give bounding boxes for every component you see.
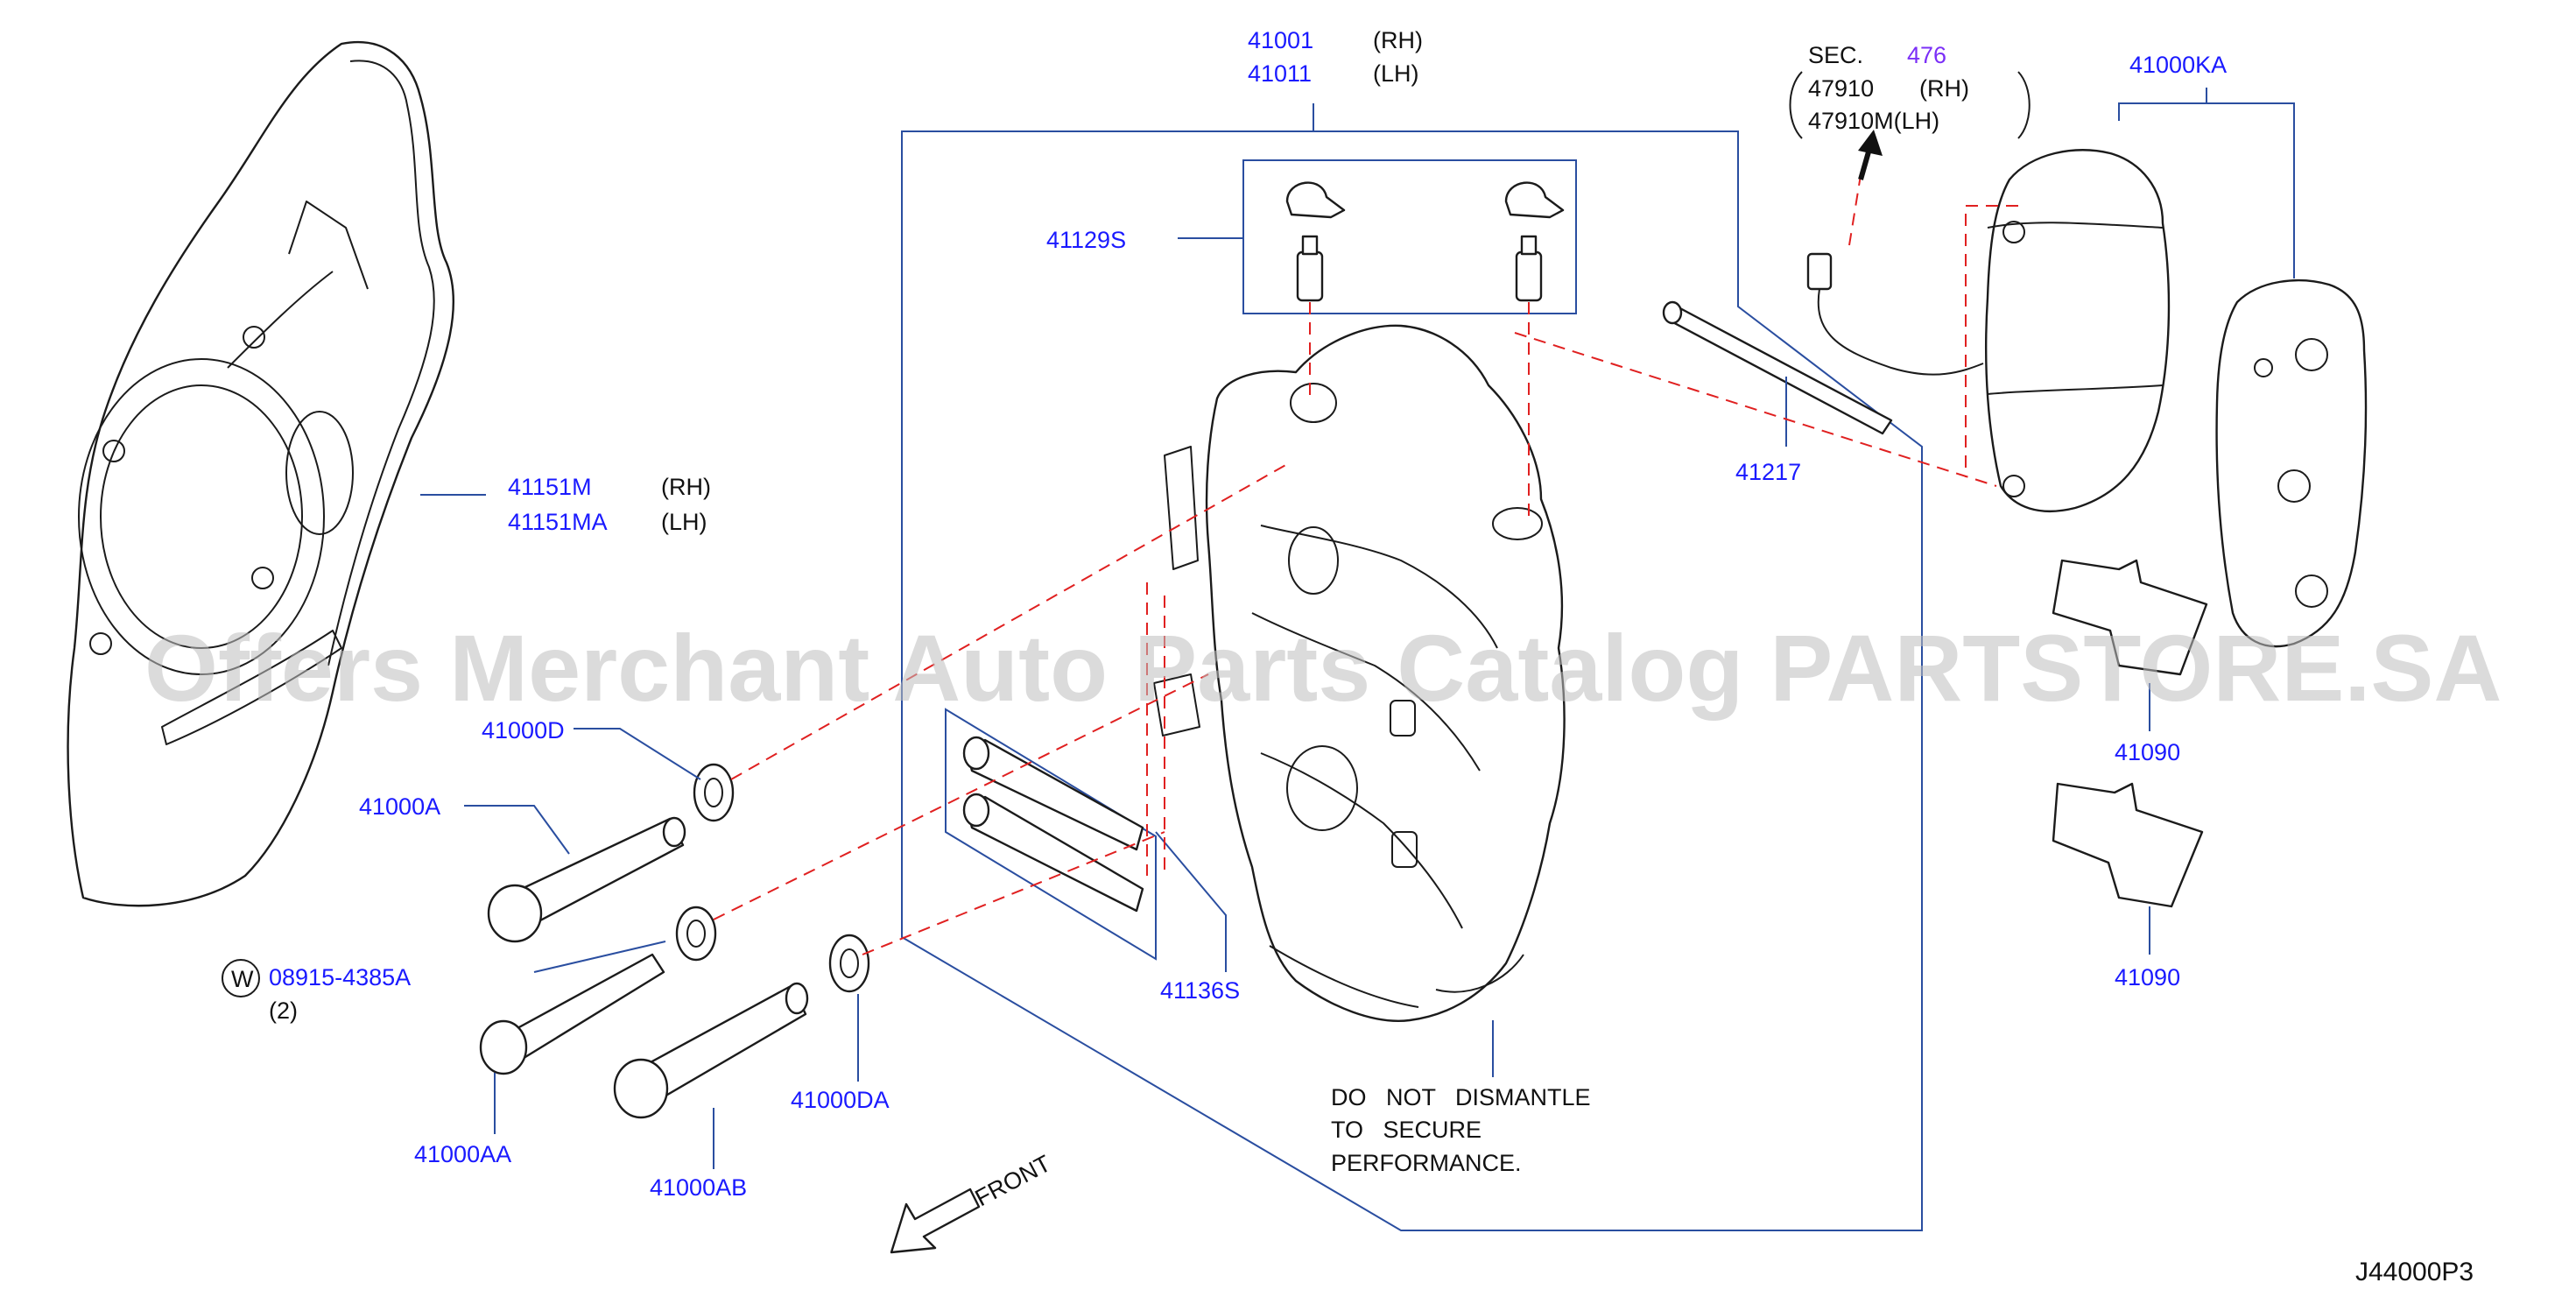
bleeder-kit-box [1242,159,1577,314]
label-backplate-rh-side: (RH) [661,474,711,500]
label-sec-number[interactable]: 476 [1907,42,1946,68]
label-pad-kit[interactable]: 41000KA [2129,52,2227,78]
wear-sensor-drawing [1806,252,1984,376]
label-shim-upper[interactable]: 41090 [2115,739,2180,765]
label-washer-ref[interactable]: 08915-4385A [269,964,411,990]
label-backplate-lh-side: (LH) [661,509,707,535]
bolt-aa-drawing [479,953,665,1075]
front-label: FRONT [971,1150,1055,1211]
pin-kit-box [945,708,1157,961]
pad-pin-drawing [1662,300,1893,435]
brake-pad-outer-drawing [2215,279,2368,648]
label-washer-d[interactable]: 41000D [482,717,565,744]
sec-bracket-right [2017,71,2031,139]
bolt-ab-drawing [613,982,809,1119]
shim-upper-drawing [2052,559,2208,676]
label-caliper-rh[interactable]: 41001 [1248,27,1313,53]
caliper-body-drawing [1153,324,1566,1022]
bleeder-screw-drawings [1285,181,1565,302]
caliper-assembly-frame [901,103,1923,1231]
alignment-lines [713,174,2018,955]
label-sensor-lh: 47910M(LH) [1808,108,1939,134]
label-washer-qty: (2) [269,997,298,1024]
label-pin-kit[interactable]: 41136S [1160,977,1240,1004]
guide-pin-drawings [962,736,1144,913]
label-caliper-lh-side: (LH) [1373,60,1419,87]
drawing-code: J44000P3 [2355,1258,2474,1286]
brake-pad-inner-drawing [1984,149,2171,513]
label-backplate-lh[interactable]: 41151MA [508,509,608,535]
label-sec: SEC. [1808,42,1863,68]
watermark-text: Offers Merchant Auto Parts Catalog PARTS… [144,615,2502,721]
w-symbol-text: W [231,966,254,992]
shim-lower-drawing [2052,782,2204,908]
label-sensor-rh-side: (RH) [1919,75,1969,102]
label-bolt-a[interactable]: 41000A [359,793,440,820]
bolt-a-drawing [487,816,686,943]
label-pad-pin[interactable]: 41217 [1735,459,1801,485]
sec-arrow [1858,130,1883,180]
backplate-drawing [67,40,455,907]
front-arrow [890,1188,981,1254]
label-bleeder-kit[interactable]: 41129S [1046,227,1126,253]
label-bolt-ab[interactable]: 41000AB [650,1174,747,1201]
sec-bracket-left [1789,71,1803,139]
label-sensor-rh: 47910 [1808,75,1874,102]
label-caliper-rh-side: (RH) [1373,27,1423,53]
label-shim-lower[interactable]: 41090 [2115,964,2180,990]
label-backplate-rh[interactable]: 41151M [508,474,592,500]
note-line-1: DO NOT DISMANTLE [1331,1084,1591,1110]
label-caliper-lh[interactable]: 41011 [1248,60,1312,87]
label-washer-da[interactable]: 41000DA [791,1087,890,1113]
note-line-3: PERFORMANCE. [1331,1150,1522,1176]
w-symbol-circle [222,959,260,997]
label-bolt-aa[interactable]: 41000AA [414,1141,511,1167]
note-line-2: TO SECURE [1331,1117,1482,1143]
washer-drawings [675,763,870,993]
